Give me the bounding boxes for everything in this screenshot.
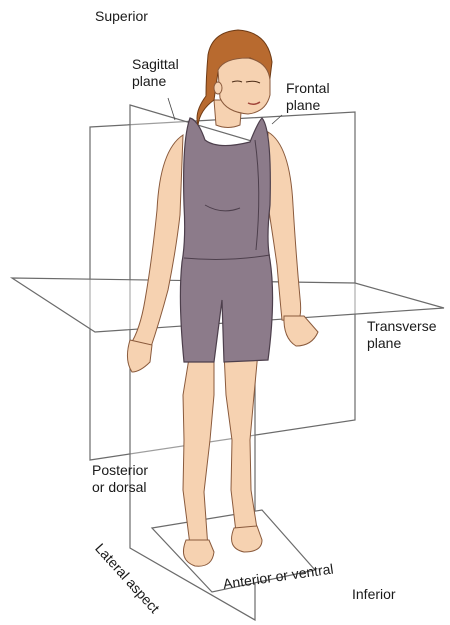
torso-leotard bbox=[180, 118, 272, 362]
superior-label: Superior bbox=[95, 8, 148, 25]
transverse-plane-label: Transverse plane bbox=[367, 318, 437, 352]
sagittal-plane-label: Sagittal plane bbox=[132, 56, 179, 90]
inferior-label: Inferior bbox=[352, 586, 396, 603]
posterior-label: Posterior or dorsal bbox=[92, 462, 148, 496]
head bbox=[197, 30, 272, 125]
frontal-plane-label: Frontal plane bbox=[286, 80, 330, 114]
